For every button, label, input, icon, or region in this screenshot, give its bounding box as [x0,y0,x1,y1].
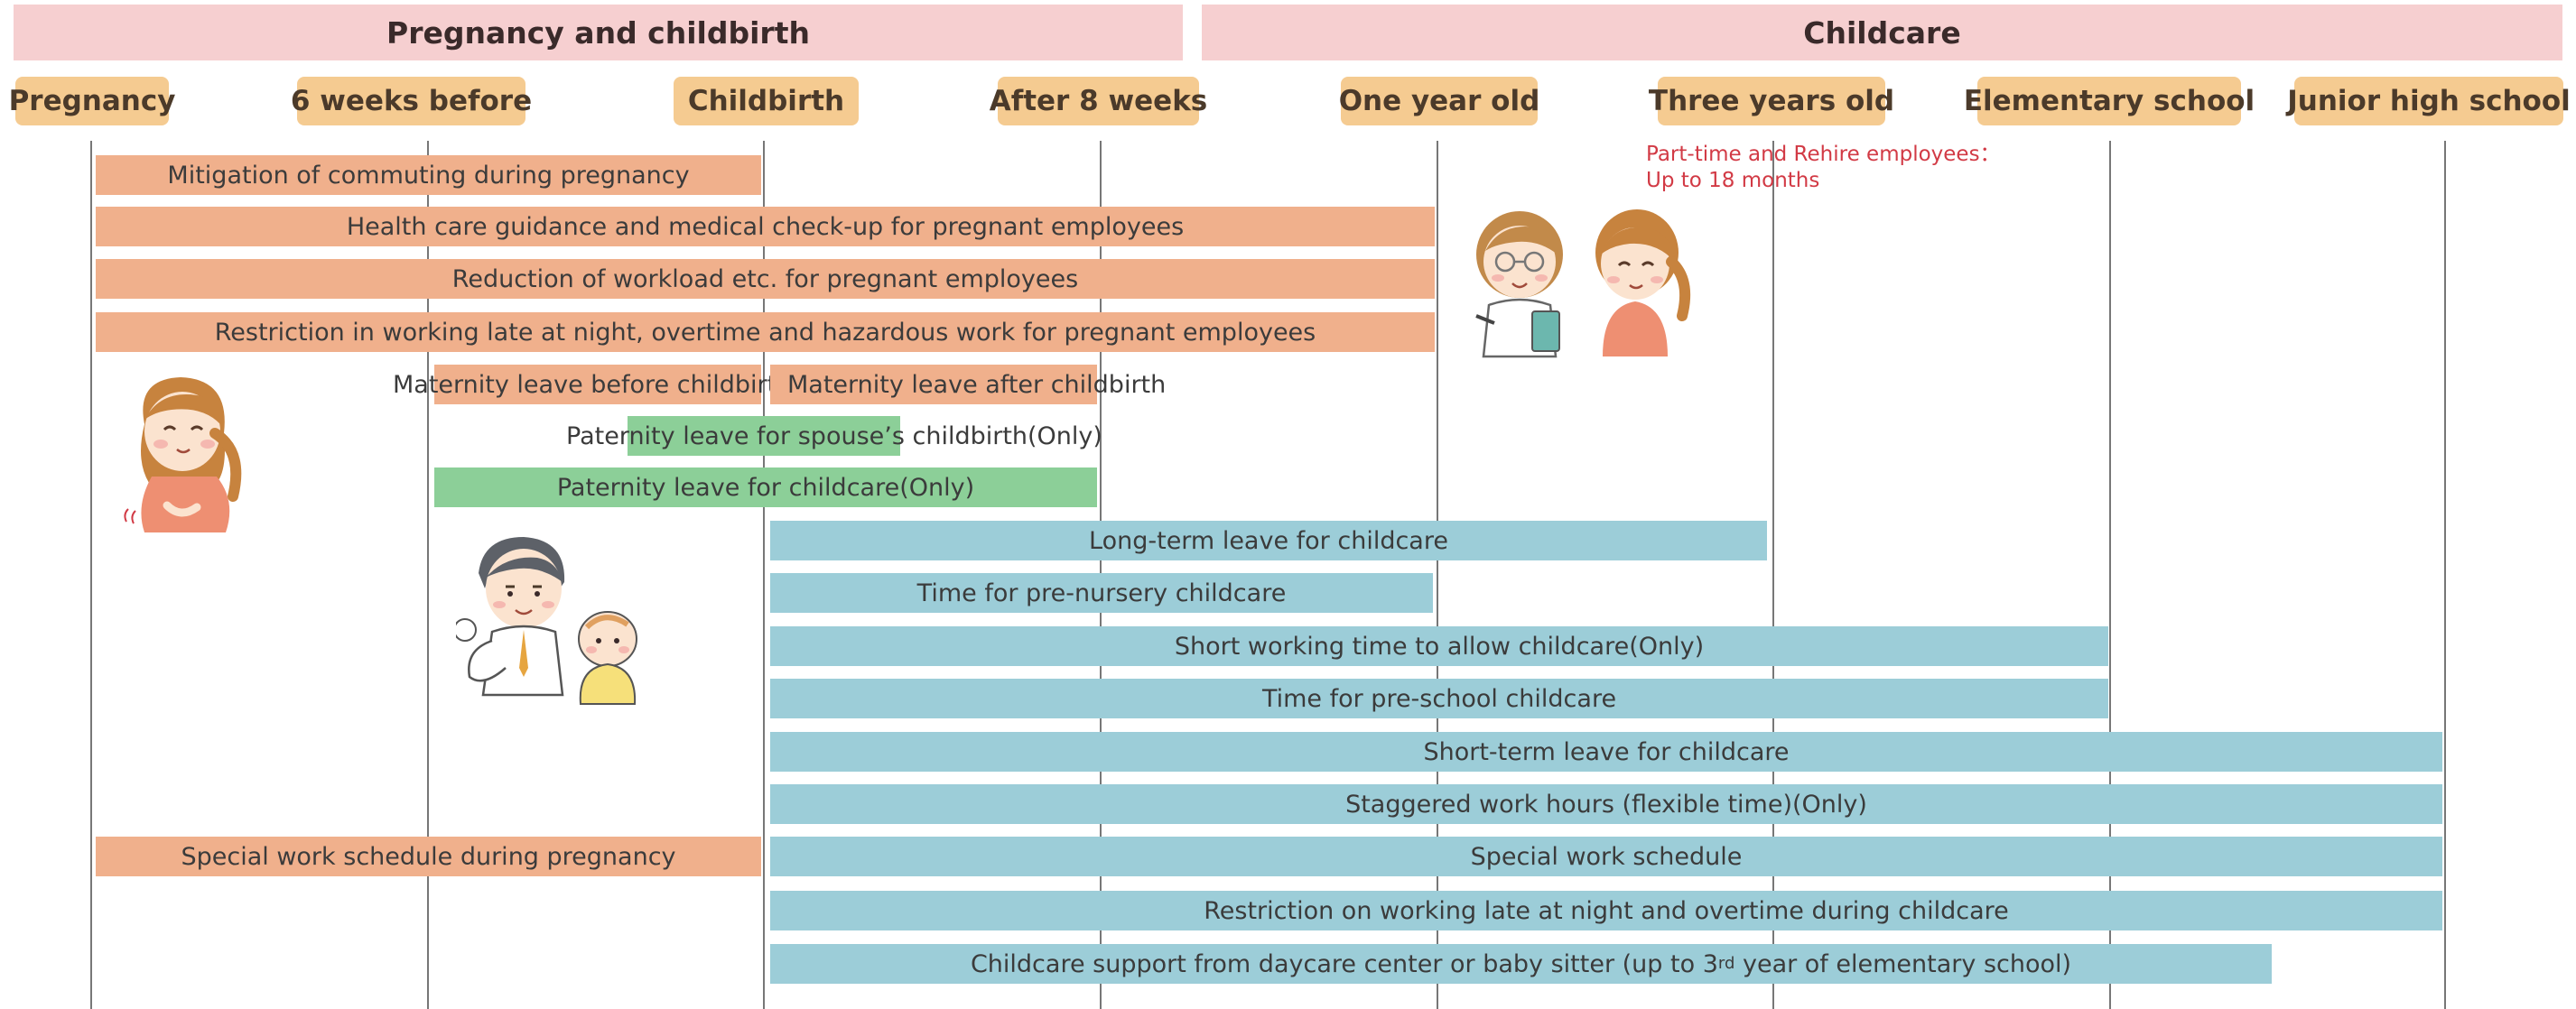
bar-special-schedule: Special work schedule [770,837,2442,876]
guide-line-childbirth [763,141,765,1009]
bar-paternity-childcare: Paternity leave for childcare(Only) [434,467,1097,507]
bar-maternity-before-fill [434,365,761,404]
bar-daycare-support: Childcare support from daycare center or… [770,944,2272,984]
milestone-childbirth: Childbirth [674,77,859,125]
bar-short-term-leave: Short-term leave for childcare [770,732,2442,772]
milestone-elementary-school: Elementary school [1964,77,2255,125]
bar-restriction-childcare: Restriction on working late at night and… [770,891,2442,930]
part-time-note-line1: Part-time and Rehire employees： [1646,143,2001,166]
milestone-6-weeks-before: 6 weeks before [291,77,532,125]
bar-daycare-support-text: Childcare support from daycare center or… [970,949,1718,978]
bar-pre-nursery: Time for pre-nursery childcare [770,573,1433,613]
bar-long-term-leave: Long-term leave for childcare [770,521,1767,560]
bar-paternity-spouse-fill [628,416,900,456]
bar-maternity-after-fill [770,365,1097,404]
guide-line-pregnancy [90,141,92,1009]
bar-paternity-spouse-label: Paternity leave for spouse’s childbirth(… [566,421,1102,450]
doctor-woman-illustration [1475,209,1691,358]
bar-daycare-support-text-end: year of elementary school) [1734,949,2072,978]
bar-restriction-pregnant: Restriction in working late at night, ov… [96,312,1435,352]
milestone-pregnancy: Pregnancy [9,77,175,125]
bar-special-schedule-pregnancy: Special work schedule during pregnancy [96,837,761,876]
bar-maternity-after-label: Maternity leave after childbirth [787,370,1167,399]
bar-maternity-before-label: Maternity leave before childbirth [393,370,793,399]
part-time-note-line2: Up to 18 months [1646,169,1820,192]
bar-mitigation-commuting: Mitigation of commuting during pregnancy [96,155,761,195]
milestone-one-year-old: One year old [1339,77,1539,125]
section-banner-pregnancy: Pregnancy and childbirth [14,5,1183,60]
guide-line-6-weeks-before [427,141,429,1009]
guide-line-three-years-old [1772,141,1774,1009]
section-banner-childcare: Childcare [1202,5,2562,60]
bar-short-working-time: Short working time to allow childcare(On… [770,626,2108,666]
bar-health-care-guidance: Health care guidance and medical check-u… [96,207,1435,246]
guide-line-elementary-school [2109,141,2111,1009]
bar-pre-school: Time for pre-school childcare [770,679,2108,718]
guide-line-one-year-old [1437,141,1438,1009]
father-baby-illustration [456,537,637,705]
milestone-junior-high-school: Junior high school [2287,77,2571,125]
part-time-note: Part-time and Rehire employees： Up to 18… [1646,142,2001,194]
milestone-three-years-old: Three years old [1649,77,1894,125]
bar-reduction-workload: Reduction of workload etc. for pregnant … [96,259,1435,299]
guide-line-junior-high-school [2444,141,2446,1009]
milestone-after-8-weeks: After 8 weeks [990,77,1207,125]
pregnant-woman-illustration [124,377,242,532]
bar-staggered-hours: Staggered work hours (flexible time)(Onl… [770,784,2442,824]
